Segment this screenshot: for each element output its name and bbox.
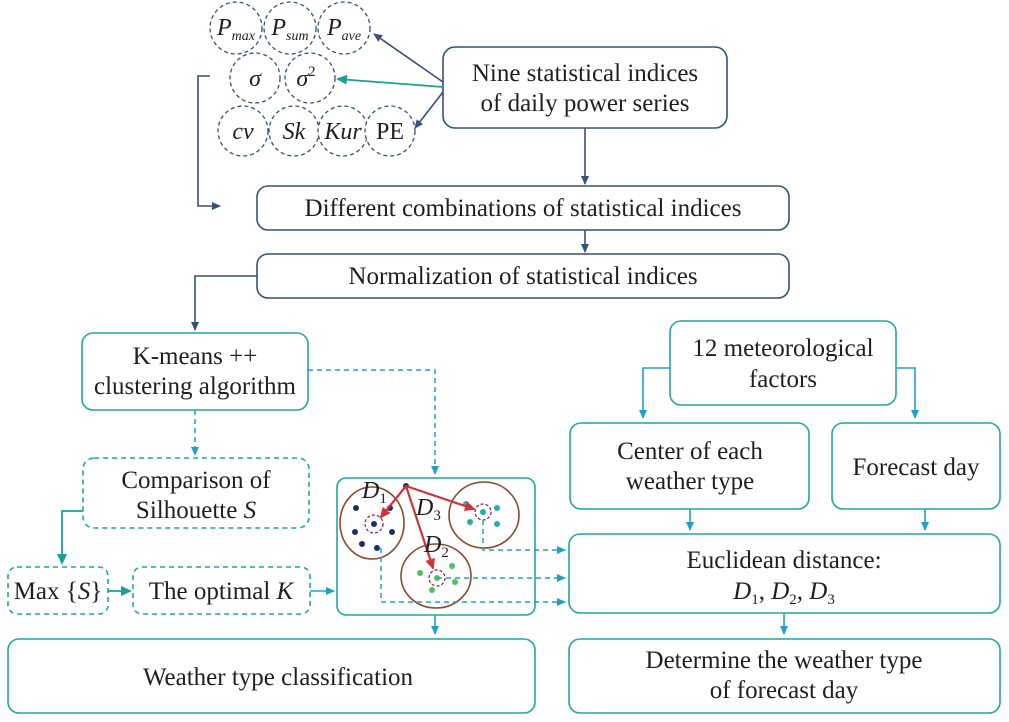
index-label: Pave (326, 15, 361, 44)
box-text-line: Silhouette S (136, 497, 257, 524)
forecast-day-box: Forecast day (831, 422, 1001, 510)
box-text: Normalization of statistical indices (348, 263, 697, 290)
index-sigma-squared: σ2 (284, 52, 336, 104)
distance-d3-arrow (405, 484, 476, 511)
max-s-box: Max {S} (7, 566, 109, 615)
index-p-sum: Psum (263, 1, 317, 55)
index-circle (284, 52, 336, 104)
box-text-line: Determine the weather type (646, 647, 923, 674)
box-text-line: factors (749, 366, 817, 393)
cluster-2-center (428, 569, 446, 587)
index-circle (229, 52, 281, 104)
index-circle (364, 105, 416, 157)
box-text-line: of forecast day (710, 677, 859, 704)
arrow-center3-to-euclidean (482, 520, 566, 554)
index-label: PE (376, 119, 404, 145)
combinations-box: Different combinations of statistical in… (256, 185, 790, 231)
arrow-to-other-indices (414, 91, 444, 129)
arrow-to-center (639, 367, 670, 419)
arrow-to-p-indices (373, 33, 444, 83)
index-circles: Pmax Psum Pave σ σ2 cv Sk Kur (209, 1, 416, 157)
data-point (452, 579, 458, 585)
box-text-line: weather type (626, 468, 754, 495)
cluster-3 (448, 481, 520, 549)
data-point (494, 521, 500, 527)
data-point (353, 505, 359, 511)
box-text-line: Euclidean distance: (686, 547, 881, 574)
cluster-1-center (364, 514, 384, 534)
data-point (417, 570, 423, 576)
data-point (449, 563, 455, 569)
data-point (371, 521, 377, 527)
data-point (467, 519, 473, 525)
index-p-ave: Pave (317, 1, 371, 55)
distance-list: D1, D2, D3 (732, 578, 835, 608)
weather-classification-box: Weather type classification (7, 638, 536, 714)
box-text: Forecast day (852, 454, 980, 481)
box-text: Max {S} (14, 578, 103, 605)
d3-label: D3 (415, 495, 441, 524)
box-text-line: 12 meteorological (692, 335, 873, 362)
index-label: Psum (270, 15, 308, 44)
center-box: Center of each weather type (569, 422, 810, 510)
index-pe: PE (364, 105, 416, 157)
box-text: Weather type classification (143, 664, 414, 691)
box-text: The optimal K (149, 578, 295, 605)
distance-d2-arrow (404, 485, 435, 570)
index-label: σ2 (296, 64, 315, 92)
index-circle (217, 105, 269, 157)
index-circle (263, 1, 317, 55)
data-point (374, 545, 380, 551)
d2-label: D2 (423, 532, 449, 561)
nine-indices-box: Nine statistical indices of daily power … (442, 46, 728, 129)
arrow-to-sigma-indices (336, 74, 444, 88)
data-point (352, 529, 358, 535)
index-cv: cv (217, 105, 269, 157)
arrow-to-kmeans (191, 275, 257, 331)
data-point (359, 541, 365, 547)
index-p-max: Pmax (209, 1, 263, 55)
index-label: Kur (323, 119, 362, 145)
d1-label: D1 (361, 478, 387, 507)
normalization-box: Normalization of statistical indices (256, 253, 790, 299)
box-text-line: Nine statistical indices (472, 60, 698, 87)
optimal-k-box: The optimal K (132, 566, 311, 615)
index-sk: Sk (268, 105, 320, 157)
box-text: Different combinations of statistical in… (305, 195, 742, 222)
index-circle (317, 1, 371, 55)
box-text-line: Comparison of (121, 467, 271, 494)
determine-box: Determine the weather type of forecast d… (568, 638, 1001, 714)
index-label: Sk (283, 119, 306, 145)
distance-d1-arrow (379, 485, 407, 519)
cluster-1 (339, 486, 405, 560)
arrow-to-cluster-panel (308, 369, 439, 475)
kmeans-box: K-means ++ clustering algorithm (81, 332, 309, 411)
box-text-line: K-means ++ (133, 343, 258, 370)
index-kur: Kur (317, 105, 369, 157)
index-label: σ (249, 66, 262, 92)
cluster-panel: D1 D3 D2 (336, 477, 536, 616)
data-point (480, 509, 486, 515)
index-label: cv (232, 119, 254, 145)
meteorological-box: 12 meteorological factors (669, 320, 897, 406)
data-point (389, 529, 395, 535)
arrow-to-max-s (57, 510, 83, 565)
data-point (494, 505, 500, 511)
data-point (429, 587, 435, 593)
box-text-line: clustering algorithm (94, 373, 297, 400)
arrow-center1-to-euclidean (380, 548, 566, 606)
arrow-to-forecast-day (896, 367, 919, 419)
index-circle (209, 1, 263, 55)
box-text-line: of daily power series (481, 90, 690, 117)
box-text-line: Center of each (617, 438, 763, 465)
comparison-box: Comparison of Silhouette S (82, 457, 310, 529)
index-sigma: σ (229, 52, 281, 104)
bracket-arrow (197, 75, 221, 210)
index-label: Pmax (216, 15, 256, 44)
cluster-2 (400, 543, 472, 609)
euclidean-box: Euclidean distance: D1, D2, D3 (568, 533, 1001, 614)
